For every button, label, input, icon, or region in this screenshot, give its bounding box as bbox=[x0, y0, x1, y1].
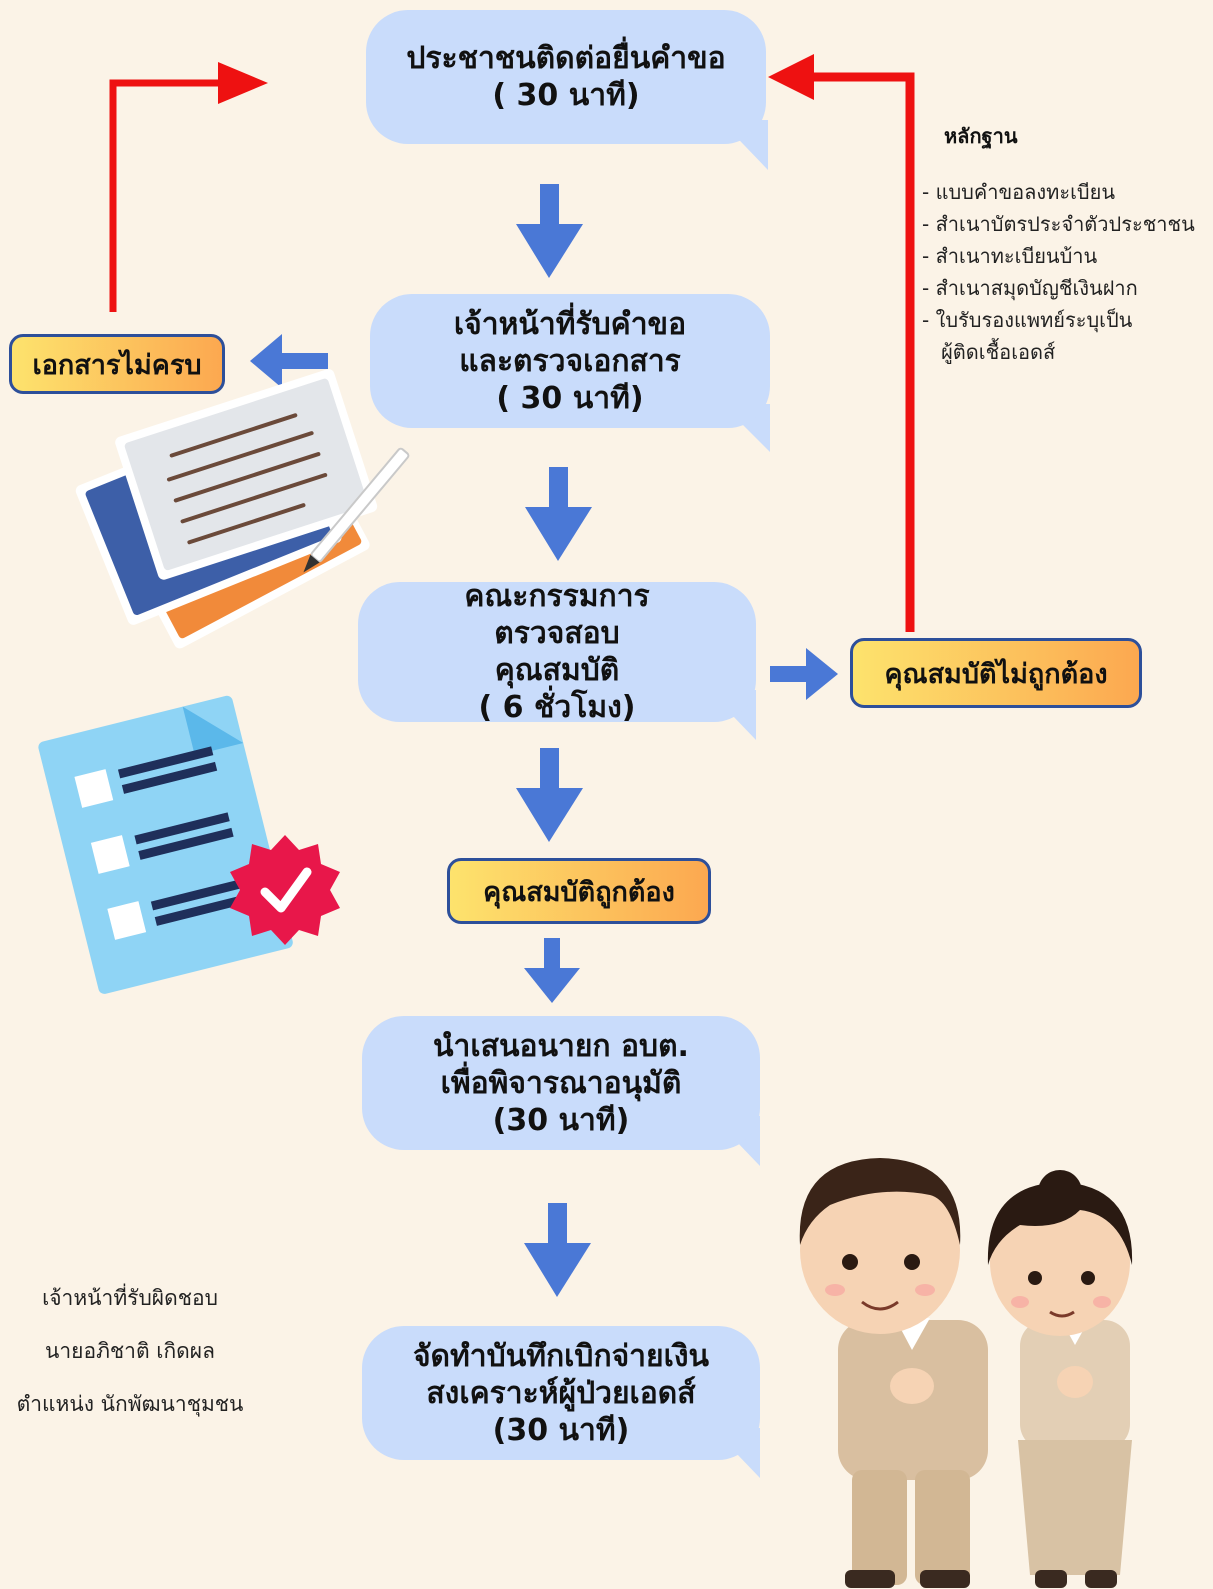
return-arrow-unqualified bbox=[768, 54, 915, 632]
step-1-submit-request: ประชาชนติดต่อยื่นคำขอ ( 30 นาที) bbox=[366, 10, 766, 144]
evidence-item: - ใบรับรองแพทย์ระบุเป็น bbox=[922, 308, 1133, 332]
incomplete-docs-label: เอกสารไม่ครบ bbox=[9, 334, 225, 394]
evidence-item: - สำเนาทะเบียนบ้าน bbox=[922, 244, 1098, 268]
down-arrow-4 bbox=[524, 938, 580, 1003]
qualified-label: คุณสมบัติถูกต้อง bbox=[447, 858, 711, 924]
evidence-title: หลักฐาน bbox=[944, 124, 1018, 148]
step-5-disbursement-memo: จัดทำบันทึกเบิกจ่ายเงิน สงเคราะห์ผู้ป่วย… bbox=[362, 1326, 760, 1460]
unqualified-label: คุณสมบัติไม่ถูกต้อง bbox=[850, 638, 1142, 708]
responsible-officer: เจ้าหน้าที่รับผิดชอบ นายอภิชาติ เกิดผล ต… bbox=[0, 1282, 260, 1421]
right-arrow bbox=[770, 648, 838, 700]
evidence-item: - แบบคำขอลงทะเบียน bbox=[922, 180, 1116, 204]
return-arrow-incomplete bbox=[109, 62, 268, 312]
evidence-list: - แบบคำขอลงทะเบียน - สำเนาบัตรประจำตัวปร… bbox=[922, 176, 1195, 368]
down-arrow-2 bbox=[525, 467, 592, 561]
checklist-approved-icon bbox=[38, 695, 340, 994]
responsible-name: นายอภิชาติ เกิดผล bbox=[45, 1339, 215, 1363]
down-arrow-3 bbox=[516, 748, 583, 842]
down-arrow-1 bbox=[516, 184, 583, 278]
step-4-propose-to-chief: นำเสนอนายก อบต. เพื่อพิจารณาอนุมัติ (30 … bbox=[362, 1016, 760, 1150]
step-2-receive-and-check: เจ้าหน้าที่รับคำขอ และตรวจเอกสาร ( 30 นา… bbox=[370, 294, 770, 428]
left-arrow bbox=[250, 334, 328, 388]
documents-pen-icon bbox=[75, 369, 410, 649]
responsible-label: เจ้าหน้าที่รับผิดชอบ bbox=[42, 1286, 218, 1310]
down-arrow-5 bbox=[524, 1203, 591, 1297]
step-3-committee-review: คณะกรรมการ ตรวจสอบ คุณสมบัติ ( 6 ชั่วโมง… bbox=[358, 579, 756, 725]
officer-woman-icon bbox=[987, 1170, 1133, 1588]
evidence-item: - สำเนาบัตรประจำตัวประชาชน bbox=[922, 212, 1195, 236]
evidence-item: - สำเนาสมุดบัญชีเงินฝาก bbox=[922, 276, 1138, 300]
responsible-position: ตำแหน่ง นักพัฒนาชุมชน bbox=[16, 1392, 244, 1416]
evidence-item: ผู้ติดเชื้อเอดส์ bbox=[922, 340, 1056, 364]
officer-man-icon bbox=[799, 1158, 988, 1588]
